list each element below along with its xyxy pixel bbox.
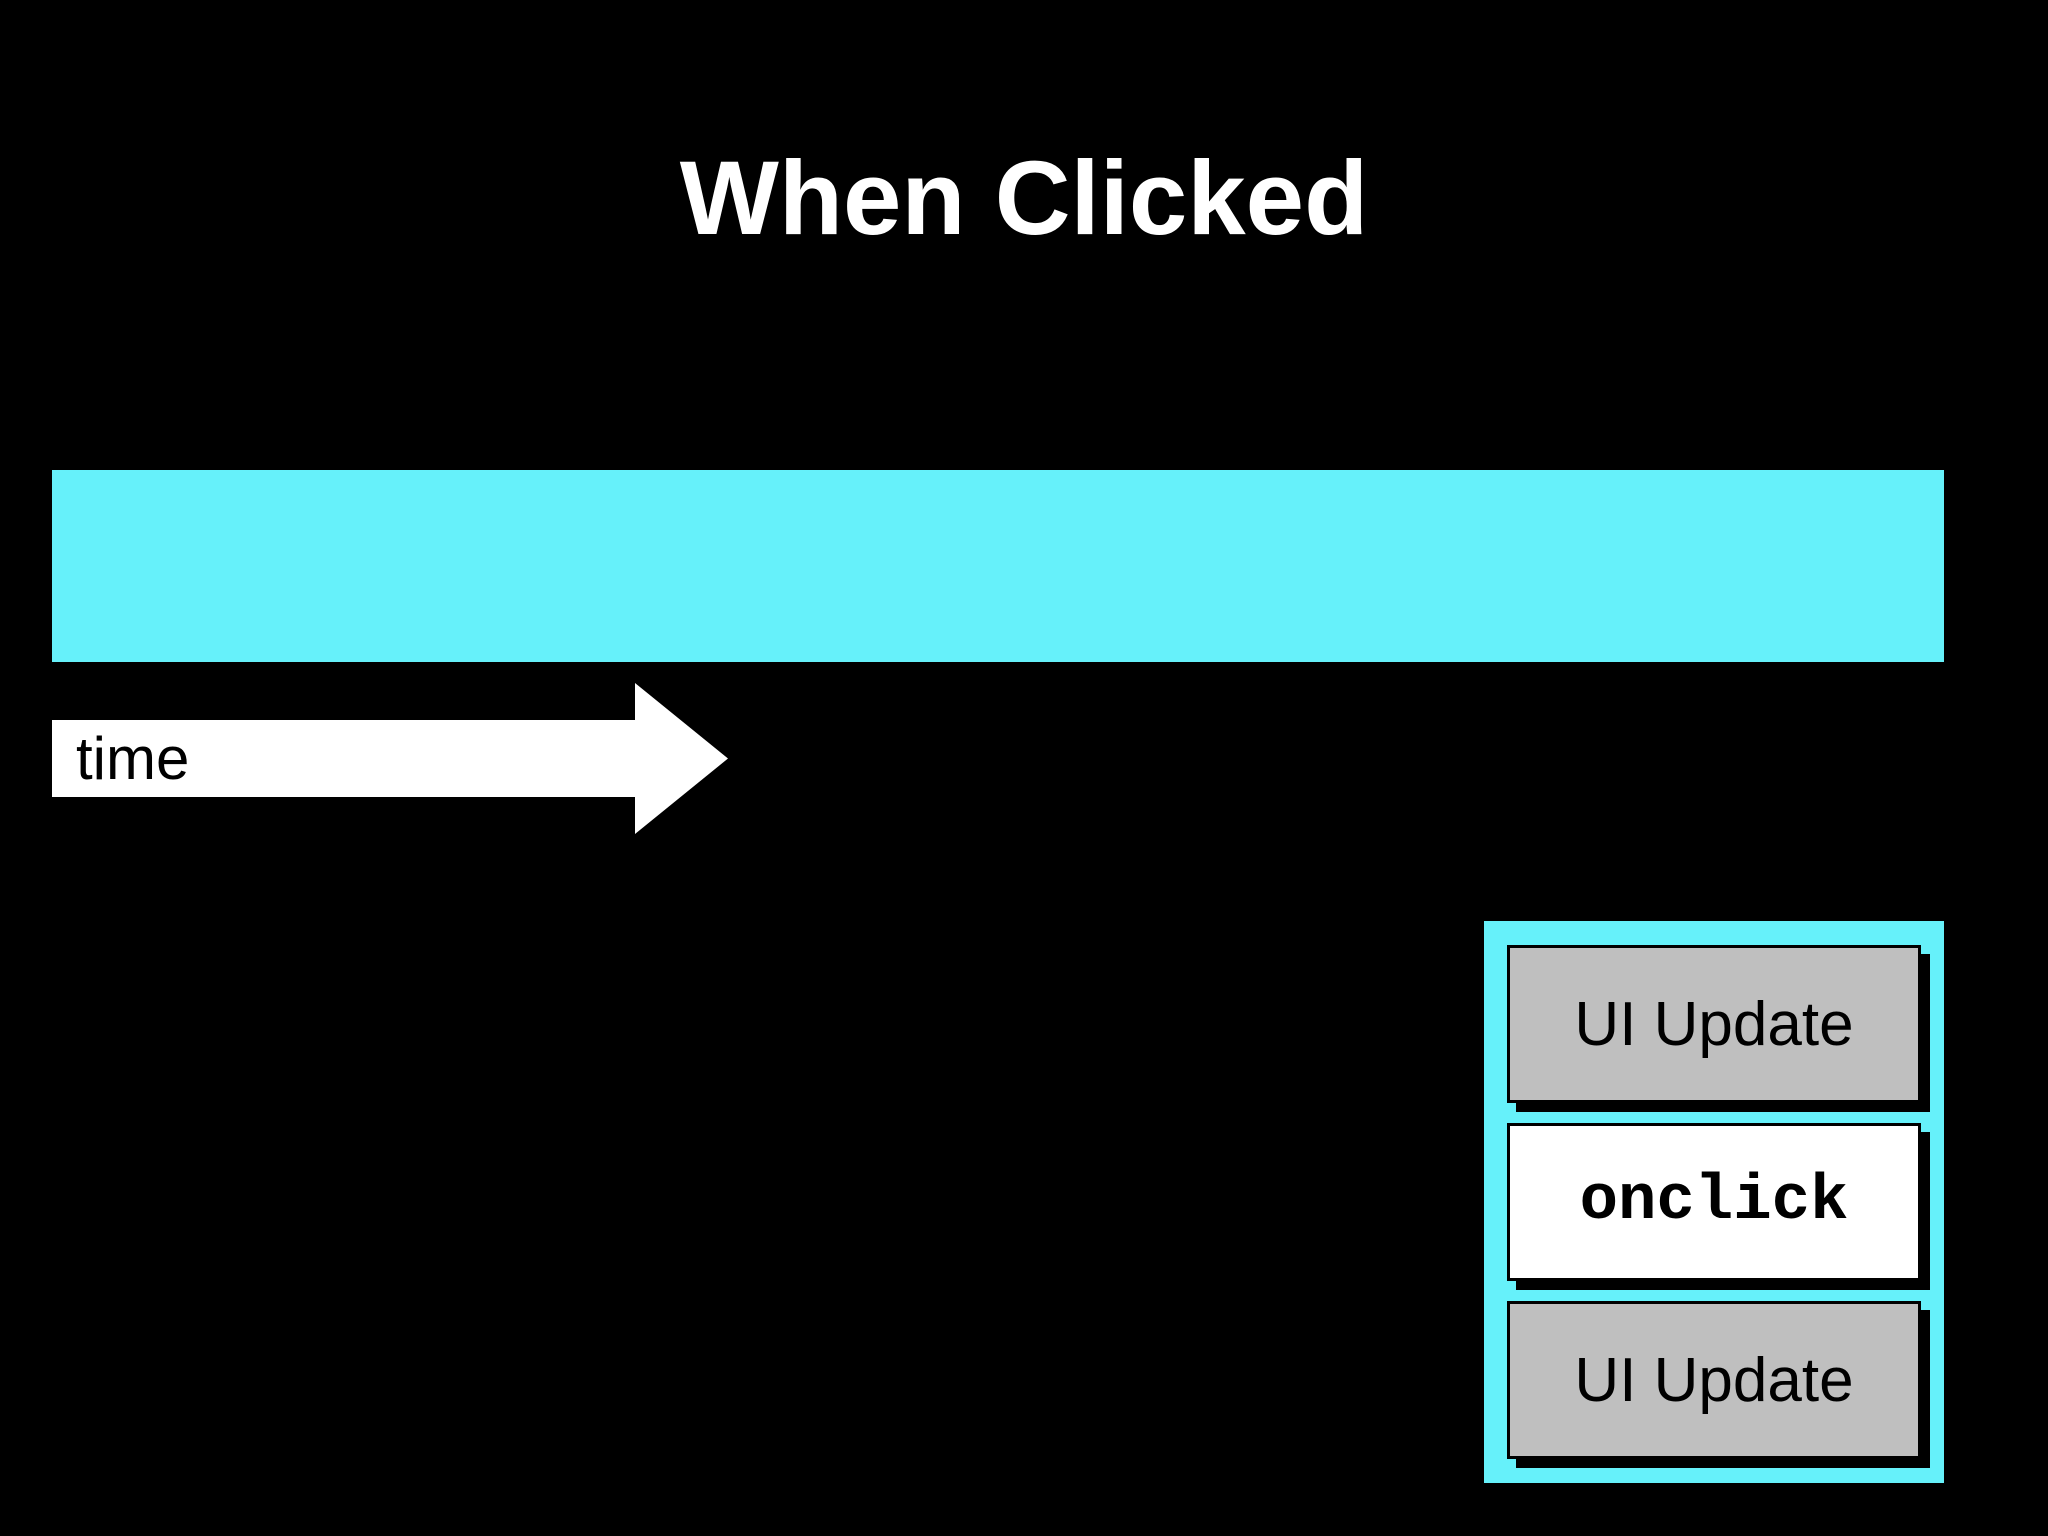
stack-item-label: UI Update xyxy=(1574,1345,1854,1415)
stack-item-label: UI Update xyxy=(1574,989,1854,1059)
stack-item-ui-update-bottom: UI Update xyxy=(1507,1301,1921,1459)
slide-title: When Clicked xyxy=(679,140,1369,257)
stack-item-ui-update-top: UI Update xyxy=(1507,945,1921,1103)
time-arrow-shape xyxy=(52,683,728,834)
stack-item-label: onclick xyxy=(1579,1166,1849,1238)
time-arrow-label: time xyxy=(76,725,190,792)
time-arrow xyxy=(52,683,728,834)
stack-item-onclick: onclick xyxy=(1507,1123,1921,1281)
timeline-bar xyxy=(52,470,1944,662)
event-stack: UI Update onclick UI Update xyxy=(1484,921,1944,1483)
